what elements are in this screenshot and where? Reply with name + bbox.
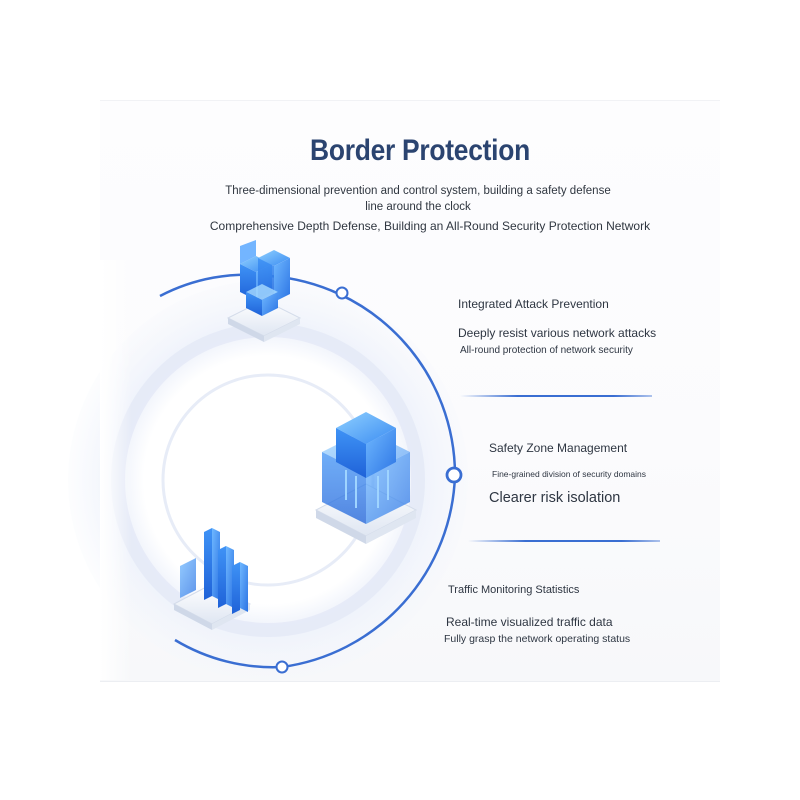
feature-2-title: Safety Zone Management (489, 441, 628, 455)
feature-2-line1: Fine-grained division of security domain… (492, 469, 647, 479)
feature-3-line2: Fully grasp the network operating status (444, 633, 631, 645)
feature-2-divider (468, 540, 660, 542)
page-tagline: Comprehensive Depth Defense, Building an… (209, 219, 651, 233)
feature-1-line2: All-round protection of network security (460, 345, 633, 356)
concentric-rings (68, 260, 468, 680)
feature-2-line2: Clearer risk isolation (489, 490, 621, 506)
feature-1-line1: Deeply resist various network attacks (458, 326, 657, 340)
feature-1-title: Integrated Attack Prevention (458, 297, 609, 311)
page-title: Border Protection (310, 134, 530, 167)
orbit-node-top (335, 286, 349, 300)
shield-cube-icon (314, 412, 418, 544)
feature-3-line1: Real-time visualized traffic data (446, 615, 613, 629)
feature-3-title: Traffic Monitoring Statistics (448, 584, 580, 596)
bar-chart-icon (172, 528, 252, 630)
feature-1-divider (460, 395, 652, 397)
orbit-node-right (445, 466, 463, 484)
orbit-node-bottom (275, 660, 289, 674)
cube-cluster-icon (226, 240, 302, 342)
page-subtitle: Three-dimensional prevention and control… (225, 185, 611, 213)
